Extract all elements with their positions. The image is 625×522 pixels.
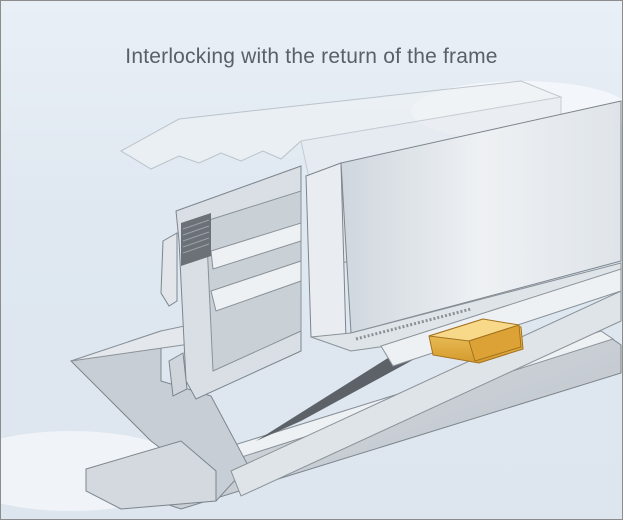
gasket-strip xyxy=(181,213,211,266)
frame-upright xyxy=(160,165,302,400)
diagram-caption: Interlocking with the return of the fram… xyxy=(125,45,498,68)
end-clip xyxy=(428,318,524,364)
glazing-bar-base xyxy=(70,290,622,510)
